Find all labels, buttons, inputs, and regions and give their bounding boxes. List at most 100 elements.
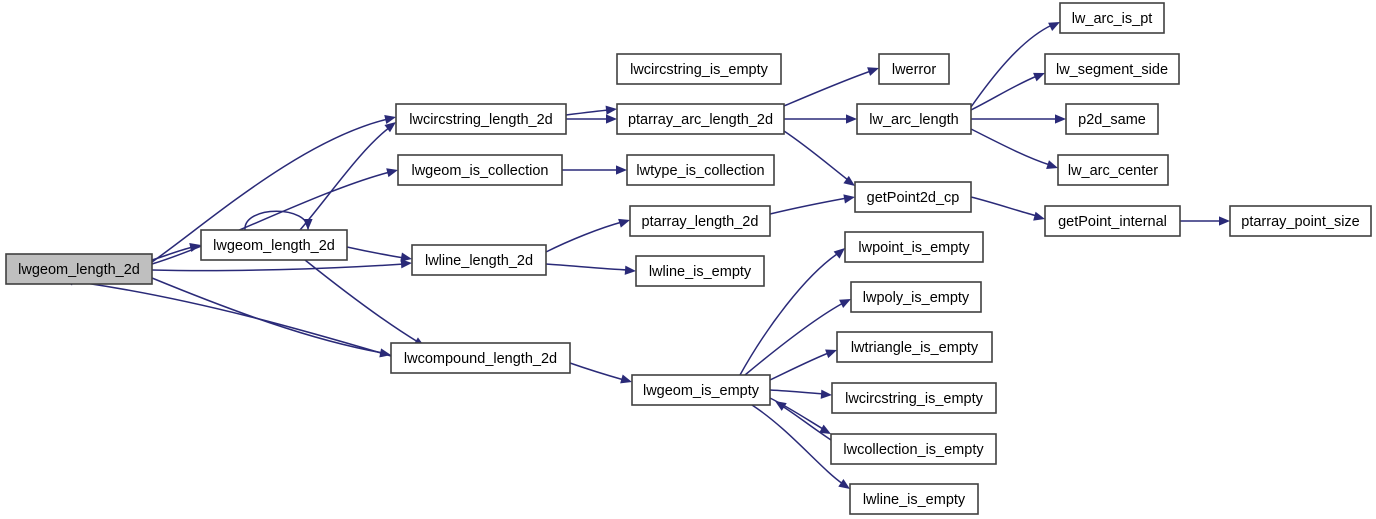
node-box[interactable] <box>631 374 771 406</box>
node-box[interactable] <box>854 181 972 213</box>
arrow-head-icon <box>303 219 313 230</box>
node-lwline_is_empty_b[interactable]: lwline_is_empty <box>849 483 979 515</box>
node-ptarray_length_2d[interactable]: ptarray_length_2d <box>629 205 771 237</box>
edge-line <box>346 246 405 259</box>
node-lwgeom_is_empty[interactable]: lwgeom_is_empty <box>631 374 771 406</box>
node-label: getPoint_internal <box>1058 214 1167 230</box>
edge-line <box>151 263 405 272</box>
node-lwerror[interactable]: lwerror <box>878 53 950 85</box>
arrow-head-icon <box>838 479 850 489</box>
edge-lwgeom_length_2d_2-to-lwcircstring_length_2d <box>299 122 396 231</box>
node-lw_arc_length[interactable]: lw_arc_length <box>856 103 972 135</box>
node-lwtriangle_is_empty[interactable]: lwtriangle_is_empty <box>836 331 993 363</box>
node-box[interactable] <box>1044 205 1181 237</box>
node-box[interactable] <box>5 253 153 285</box>
edge-line <box>970 128 1051 166</box>
node-box[interactable] <box>850 281 982 313</box>
node-lwcircstring_length_2d[interactable]: lwcircstring_length_2d <box>395 103 567 135</box>
node-box[interactable] <box>629 205 771 237</box>
node-lwpoly_is_empty[interactable]: lwpoly_is_empty <box>850 281 982 313</box>
node-box[interactable] <box>856 103 972 135</box>
edge-root-to-lwcircstring_length_2d <box>151 114 396 263</box>
arrow-head-icon <box>624 265 636 275</box>
arrow-head-icon <box>1033 72 1045 82</box>
node-p2d_same[interactable]: p2d_same <box>1065 103 1159 135</box>
node-box[interactable] <box>635 255 765 287</box>
node-box[interactable] <box>831 382 997 414</box>
arrow-head-icon <box>605 105 617 115</box>
node-label: lwcircstring_length_2d <box>409 112 552 128</box>
node-label: lwtriangle_is_empty <box>851 340 979 356</box>
node-box[interactable] <box>626 154 775 186</box>
node-getPoint2d_cp[interactable]: getPoint2d_cp <box>854 181 972 213</box>
arrow-head-icon <box>618 218 630 228</box>
node-lwcompound_length_2d[interactable]: lwcompound_length_2d <box>390 342 571 374</box>
node-lw_arc_center[interactable]: lw_arc_center <box>1057 154 1169 186</box>
node-lwtype_is_collection[interactable]: lwtype_is_collection <box>626 154 775 186</box>
edge-line <box>151 246 194 261</box>
node-box[interactable] <box>830 433 997 465</box>
edge-lwcompound_length_2d-to-lwgeom_is_empty <box>569 362 632 384</box>
arrow-head-icon <box>820 389 832 399</box>
node-lw_arc_is_pt[interactable]: lw_arc_is_pt <box>1059 2 1165 34</box>
arrow-head-icon <box>819 424 831 434</box>
arrow-head-icon <box>386 168 398 178</box>
edge-lwcollection_is_empty-to-lwgeom_is_empty <box>775 401 832 441</box>
edge-line <box>569 362 625 381</box>
node-label: ptarray_arc_length_2d <box>628 112 773 128</box>
node-box[interactable] <box>1044 53 1180 85</box>
node-lwcircstring_is_empty_b[interactable]: lwcircstring_is_empty <box>831 382 997 414</box>
node-box[interactable] <box>411 244 547 276</box>
node-lwline_length_2d[interactable]: lwline_length_2d <box>411 244 547 276</box>
edge-lwgeom_is_empty-to-lwtriangle_is_empty <box>769 349 837 381</box>
edge-line <box>545 263 629 271</box>
arrow-head-icon <box>620 374 632 384</box>
node-box[interactable] <box>844 231 984 263</box>
node-lw_segment_side[interactable]: lw_segment_side <box>1044 53 1180 85</box>
node-lwcircstring_is_empty_a[interactable]: lwcircstring_is_empty <box>616 53 782 85</box>
edge-lwgeom_is_empty-to-lwline_is_empty_b <box>751 404 850 489</box>
node-label: lw_arc_is_pt <box>1072 11 1153 27</box>
node-box[interactable] <box>616 103 785 135</box>
edge-line <box>151 171 391 265</box>
edge-ptarray_arc_length_2d-to-getPoint2d_cp <box>783 130 855 186</box>
node-lwcollection_is_empty[interactable]: lwcollection_is_empty <box>830 433 997 465</box>
node-ptarray_point_size[interactable]: ptarray_point_size <box>1229 205 1372 237</box>
edge-getPoint2d_cp-to-getPoint_internal <box>970 196 1045 221</box>
node-root[interactable]: lwgeom_length_2d <box>5 253 153 285</box>
node-box[interactable] <box>836 331 993 363</box>
edge-line <box>151 118 389 263</box>
arrow-head-icon <box>825 349 837 359</box>
node-label: lwcircstring_is_empty <box>845 391 984 407</box>
node-box[interactable] <box>878 53 950 85</box>
node-box[interactable] <box>390 342 571 374</box>
node-box[interactable] <box>200 229 348 261</box>
node-box[interactable] <box>1057 154 1169 186</box>
edge-lwgeom_length_2d_2-to-lwgeom_length_2d_2_self <box>244 210 313 231</box>
node-ptarray_arc_length_2d[interactable]: ptarray_arc_length_2d <box>616 103 785 135</box>
arrow-head-icon <box>1219 216 1230 226</box>
edge-line <box>769 197 848 215</box>
node-box[interactable] <box>616 53 782 85</box>
node-lwline_is_empty_a[interactable]: lwline_is_empty <box>635 255 765 287</box>
edges-layer <box>62 22 1230 489</box>
node-box[interactable] <box>397 154 563 186</box>
arrow-head-icon <box>384 114 396 124</box>
node-label: lwcircstring_is_empty <box>630 62 769 78</box>
edge-line <box>783 130 849 181</box>
edge-root-to-lwgeom_is_collection <box>151 168 398 265</box>
edge-lwgeom_is_collection-to-lwtype_is_collection <box>562 165 627 175</box>
node-box[interactable] <box>849 483 979 515</box>
node-lwpoint_is_empty[interactable]: lwpoint_is_empty <box>844 231 984 263</box>
node-box[interactable] <box>395 103 567 135</box>
node-box[interactable] <box>1065 103 1159 135</box>
node-lwgeom_is_collection[interactable]: lwgeom_is_collection <box>397 154 563 186</box>
node-box[interactable] <box>1229 205 1372 237</box>
node-lwgeom_length_2d_2[interactable]: lwgeom_length_2d <box>200 229 348 261</box>
edge-lw_arc_length-to-p2d_same <box>970 114 1066 124</box>
arrow-head-icon <box>839 299 851 308</box>
node-box[interactable] <box>1059 2 1165 34</box>
node-getPoint_internal[interactable]: getPoint_internal <box>1044 205 1181 237</box>
